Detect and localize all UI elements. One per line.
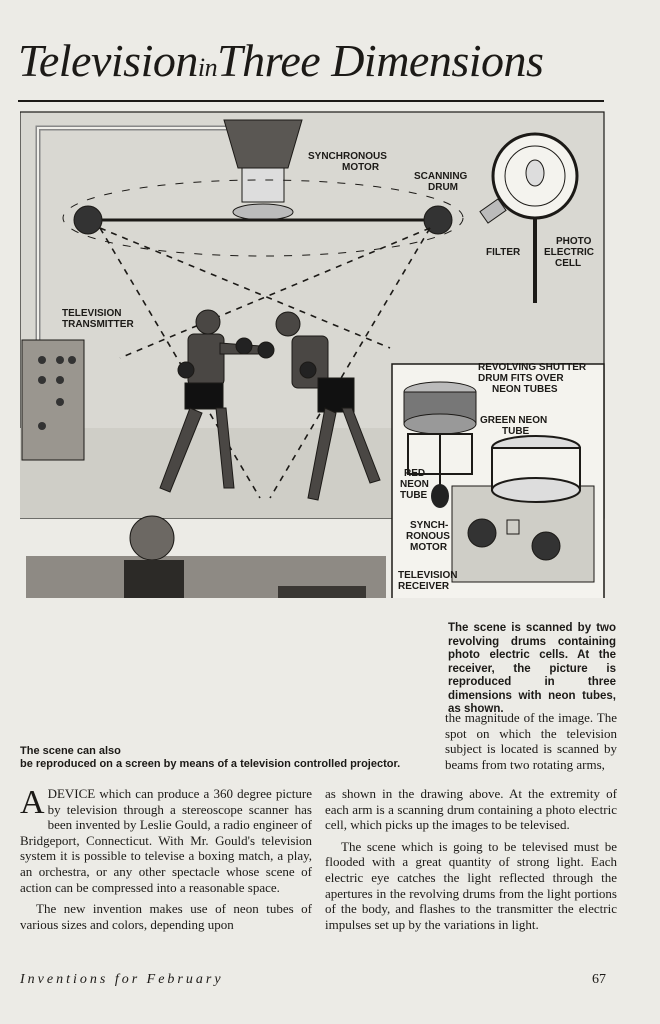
label-synchronous-motor-2: MOTOR <box>342 162 380 173</box>
figure-caption-scanned: The scene is scanned by two revolving dr… <box>448 622 616 715</box>
label-green-neon-tube-2: TUBE <box>502 426 530 437</box>
article-paragraph: the magnitude of the image. The spot on … <box>445 710 617 772</box>
label-scanning-drum-2: DRUM <box>428 182 458 193</box>
label-revolving-shutter: REVOLVING SHUTTER <box>478 362 587 373</box>
label-photo-electric-cell-3: CELL <box>555 258 581 269</box>
label-filter: FILTER <box>486 247 521 258</box>
article-paragraph: The new invention makes use of neon tube… <box>20 901 312 932</box>
label-synchronous-motor-receiver-3: MOTOR <box>410 542 448 553</box>
figure-caption-projector: The scene can also be reproduced on a sc… <box>20 745 440 771</box>
page-title: TelevisioninThree Dimensions <box>18 35 544 86</box>
label-photo-electric-cell-2: ELECTRIC <box>544 247 594 258</box>
label-photo-electric-cell: PHOTO <box>556 236 592 247</box>
article-paragraph: The scene which is going to be televised… <box>325 838 617 932</box>
caption-line: be reproduced on a screen by means of a … <box>20 758 401 770</box>
operator-scene <box>124 515 366 598</box>
label-red-neon-tube: RED <box>404 468 425 479</box>
label-revolving-shutter-3: NEON TUBES <box>492 384 558 395</box>
label-television-transmitter-2: TRANSMITTER <box>62 319 134 330</box>
label-television-receiver: TELEVISION <box>398 570 457 581</box>
magazine-footer: Inventions for February <box>20 972 224 987</box>
label-scanning-drum: SCANNING <box>414 171 468 182</box>
label-revolving-shutter-2: DRUM FITS OVER <box>478 373 564 384</box>
drop-cap: A <box>20 784 45 821</box>
article-column-right: as shown in the drawing above. At the ex… <box>325 786 617 932</box>
label-synchronous-motor-receiver-2: RONOUS <box>406 531 450 542</box>
caption-line: The scene can also <box>20 745 121 757</box>
article-column-right-top: the magnitude of the image. The spot on … <box>445 710 617 772</box>
label-red-neon-tube-3: TUBE <box>400 490 428 501</box>
article-paragraph: as shown in the drawing above. At the ex… <box>325 786 617 833</box>
label-red-neon-tube-2: NEON <box>400 479 429 490</box>
page-number: 67 <box>592 972 606 987</box>
label-television-receiver-2: RECEIVER <box>398 581 450 592</box>
title-rule <box>18 100 604 102</box>
label-television-transmitter: TELEVISION <box>62 308 121 319</box>
label-green-neon-tube: GREEN NEON <box>480 415 547 426</box>
label-synchronous-motor-receiver: SYNCH- <box>410 520 448 531</box>
label-synchronous-motor: SYNCHRONOUS <box>308 151 387 162</box>
illustration: SYNCHRONOUS MOTOR SCANNING DRUM PHOTO EL… <box>20 111 605 598</box>
